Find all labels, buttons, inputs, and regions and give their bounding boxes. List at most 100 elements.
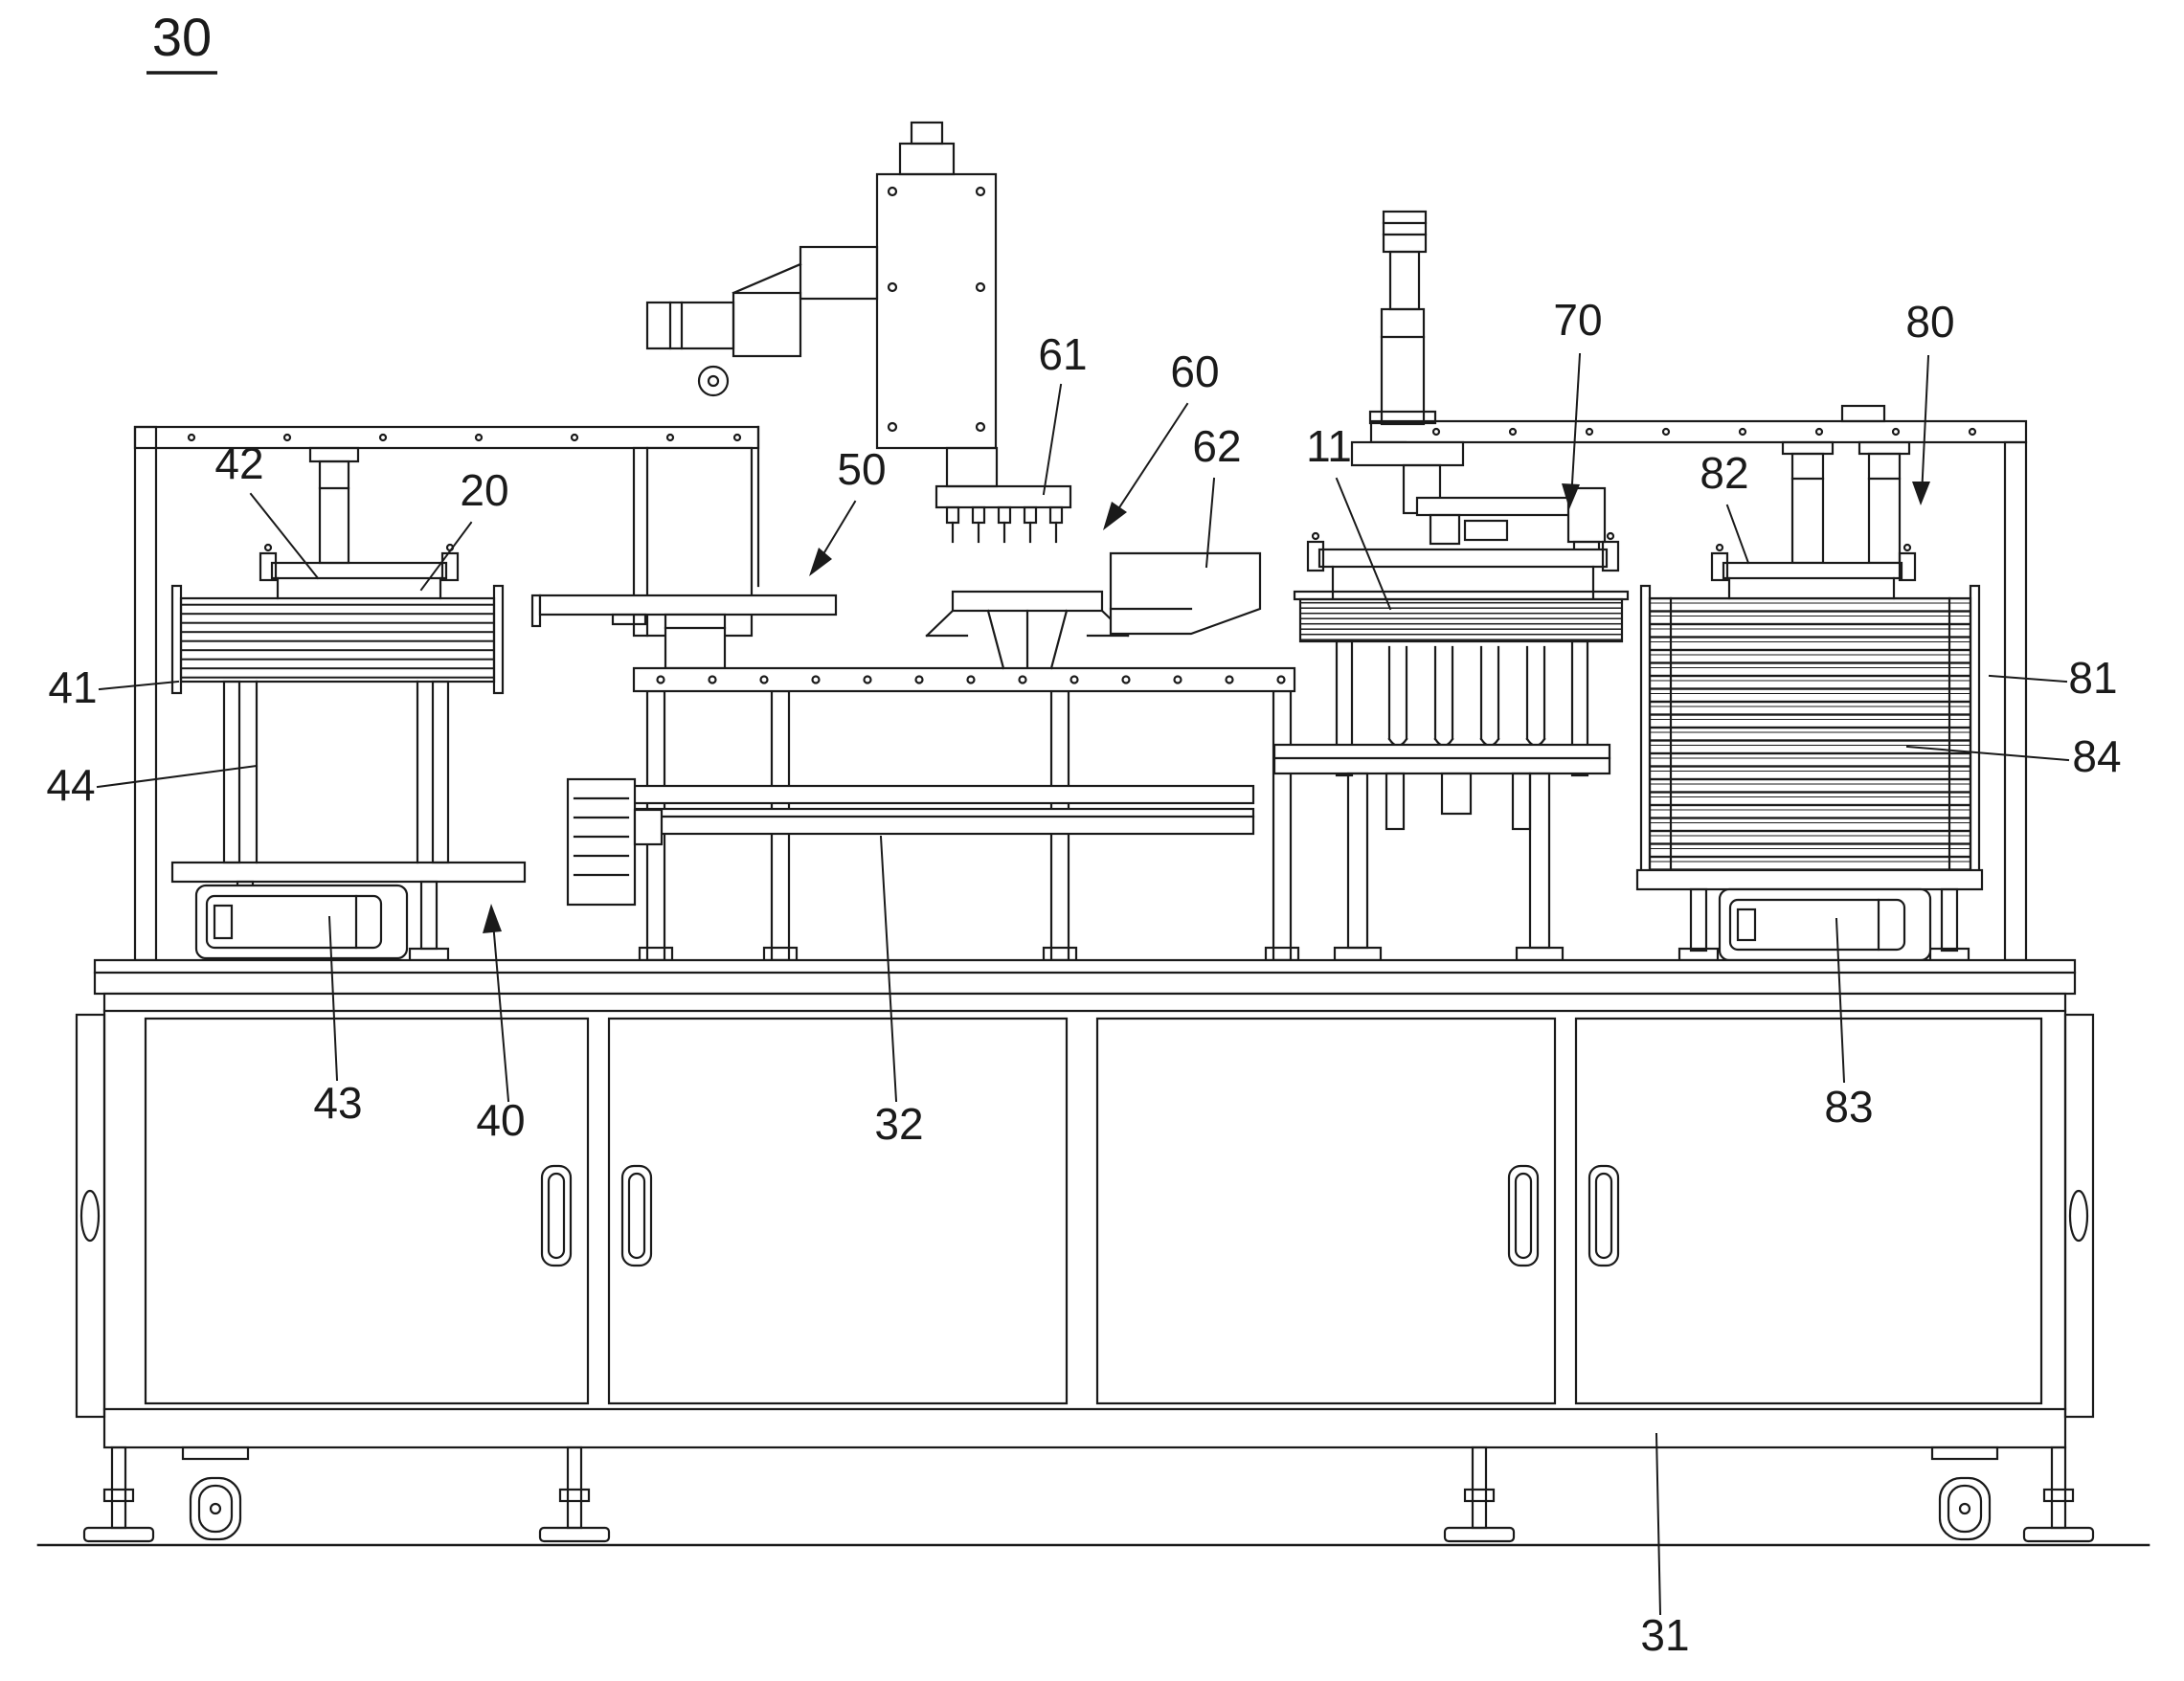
ref-label-40: 40 bbox=[476, 1095, 525, 1145]
arrowhead-40 bbox=[483, 904, 502, 933]
leveling-foot bbox=[82, 1446, 155, 1543]
arrowhead-50 bbox=[809, 548, 832, 576]
dispenser-nozzles bbox=[934, 446, 1072, 544]
left-frame-post bbox=[222, 680, 241, 864]
robot-upper-block bbox=[799, 245, 879, 301]
right-magazine-assembly bbox=[1635, 440, 1984, 962]
door-handle bbox=[1587, 1164, 1620, 1267]
figure-title: 30 bbox=[152, 7, 212, 67]
door-handle bbox=[540, 1164, 573, 1267]
right-tray-stack bbox=[1648, 596, 1972, 872]
chute bbox=[1109, 551, 1262, 636]
press-cylinder bbox=[1380, 307, 1426, 426]
arrowhead-60 bbox=[1103, 502, 1127, 530]
center-pedestal bbox=[925, 590, 1130, 670]
lower-rail bbox=[578, 807, 1255, 836]
left-lifter-cylinder bbox=[318, 459, 350, 565]
ref-label-43: 43 bbox=[313, 1078, 362, 1128]
lower-rail bbox=[578, 784, 1255, 805]
leader-40 bbox=[490, 909, 510, 1103]
leader-31 bbox=[1655, 1432, 1662, 1616]
left-clamp-crossbar bbox=[270, 561, 448, 580]
leader-70 bbox=[1569, 352, 1582, 502]
leader-44 bbox=[96, 764, 259, 789]
left-cassette-unit bbox=[194, 884, 409, 960]
ref-label-70: 70 bbox=[1553, 295, 1602, 345]
leader-11 bbox=[1335, 477, 1392, 611]
ref-label-50: 50 bbox=[837, 444, 886, 494]
leveling-foot bbox=[2022, 1446, 2095, 1543]
cabinet-body bbox=[102, 992, 2067, 1449]
press-assembly bbox=[1272, 210, 1630, 962]
ref-label-84: 84 bbox=[2072, 731, 2121, 781]
ref-label-31: 31 bbox=[1640, 1610, 1689, 1660]
leader-32 bbox=[879, 835, 898, 1103]
transfer-table-bar bbox=[538, 594, 838, 616]
door-handle bbox=[620, 1164, 653, 1267]
robot-knob bbox=[697, 365, 730, 397]
cabinet-door bbox=[607, 1017, 1069, 1405]
ref-label-32: 32 bbox=[874, 1099, 923, 1149]
tabletop bbox=[93, 958, 2077, 996]
right-lifter-cylinder bbox=[1790, 452, 1825, 565]
leader-61 bbox=[1042, 383, 1063, 496]
leader-83 bbox=[1835, 917, 1846, 1084]
leveling-foot bbox=[1443, 1446, 1516, 1543]
leader-42 bbox=[249, 492, 320, 580]
arrowhead-80 bbox=[1912, 482, 1930, 505]
reference-labels: 30 42 20 41 44 43 40 50 61 60 62 11 70 8… bbox=[46, 7, 2121, 1660]
right-cassette-unit bbox=[1718, 887, 1932, 962]
robot-motor bbox=[645, 301, 735, 350]
leader-81 bbox=[1988, 674, 2068, 684]
right-shelf bbox=[1635, 868, 1984, 891]
left-frame-post bbox=[431, 680, 450, 864]
left-tray-stack bbox=[179, 596, 496, 684]
robot-head-assembly bbox=[632, 121, 1072, 638]
press-crossbar bbox=[1317, 548, 1609, 569]
right-clamp-crossbar bbox=[1722, 561, 1903, 580]
ref-label-60: 60 bbox=[1170, 347, 1219, 396]
door-handle bbox=[1507, 1164, 1540, 1267]
sheet-stack-11 bbox=[1298, 597, 1624, 643]
left-tray-guide bbox=[170, 584, 183, 695]
robot-gearbox bbox=[732, 291, 802, 358]
upper-rail bbox=[632, 666, 1296, 693]
caster-wheel bbox=[1930, 1446, 1999, 1541]
left-shelf bbox=[170, 861, 527, 884]
arrowhead-70 bbox=[1562, 483, 1580, 509]
ref-label-81: 81 bbox=[2068, 653, 2117, 703]
left-tray-guide bbox=[492, 584, 505, 695]
caster-wheel bbox=[181, 1446, 250, 1541]
leader-62 bbox=[1205, 477, 1216, 569]
right-lifter-cylinder bbox=[1867, 452, 1902, 565]
ref-label-11: 11 bbox=[1306, 421, 1352, 471]
leader-84 bbox=[1905, 745, 2070, 762]
ref-label-20: 20 bbox=[460, 465, 508, 515]
leader-20 bbox=[419, 521, 473, 592]
leader-lines bbox=[96, 352, 2070, 1616]
left-magazine-assembly bbox=[170, 446, 527, 962]
ref-label-62: 62 bbox=[1192, 421, 1241, 471]
leveling-foot bbox=[538, 1446, 611, 1543]
feet-casters bbox=[82, 1446, 2095, 1543]
ref-label-42: 42 bbox=[214, 438, 263, 488]
ref-label-82: 82 bbox=[1700, 448, 1748, 498]
ref-label-61: 61 bbox=[1038, 329, 1087, 379]
cabinet-door bbox=[1574, 1017, 2043, 1405]
ref-label-80: 80 bbox=[1905, 297, 1954, 347]
press-arm bbox=[1415, 496, 1591, 517]
leader-41 bbox=[98, 680, 180, 691]
ref-label-83: 83 bbox=[1824, 1082, 1873, 1132]
leader-82 bbox=[1725, 504, 1750, 565]
cabinet-door bbox=[144, 1017, 590, 1405]
leader-60 bbox=[1109, 402, 1189, 523]
cabinet-door bbox=[1095, 1017, 1557, 1405]
right-tray-guide bbox=[1969, 584, 1981, 878]
ref-label-44: 44 bbox=[46, 760, 95, 810]
leader-43 bbox=[327, 915, 339, 1082]
left-lifter-mount-plate bbox=[308, 446, 360, 463]
right-tray-guide bbox=[1639, 584, 1652, 878]
ref-label-41: 41 bbox=[48, 662, 97, 712]
